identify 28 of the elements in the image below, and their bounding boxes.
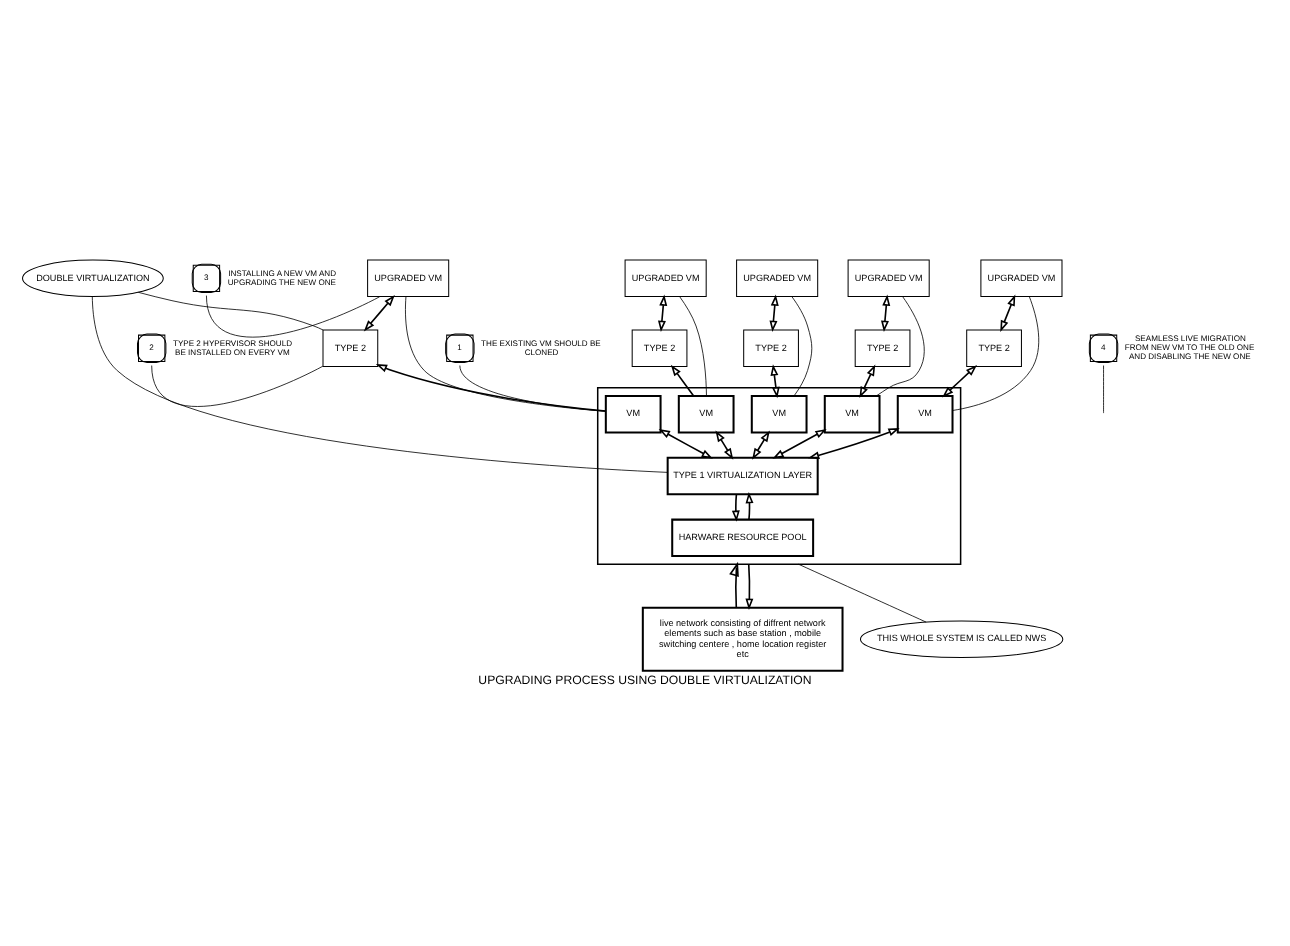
arrow [745, 562, 754, 609]
connector [952, 295, 1040, 410]
arrow [881, 293, 891, 332]
connector [91, 295, 668, 472]
connector [1103, 364, 1104, 413]
arrow [715, 429, 734, 459]
arrow [859, 363, 876, 397]
connector [137, 290, 324, 330]
arrow [375, 362, 607, 411]
connector [791, 295, 813, 396]
arrow [657, 293, 668, 332]
connector [679, 295, 707, 396]
arrow [772, 428, 827, 458]
connector [459, 364, 607, 411]
connector [405, 295, 606, 411]
arrow [752, 429, 770, 459]
arrow [658, 428, 713, 458]
arrow [731, 492, 740, 521]
arrow [807, 426, 900, 459]
arrow [670, 363, 695, 396]
arrow [729, 560, 739, 608]
connector [798, 562, 927, 622]
arrow [942, 364, 978, 397]
arrow [363, 294, 395, 331]
connector [206, 294, 381, 337]
connector [876, 295, 925, 396]
connector [151, 364, 324, 406]
arrow [1000, 293, 1016, 331]
